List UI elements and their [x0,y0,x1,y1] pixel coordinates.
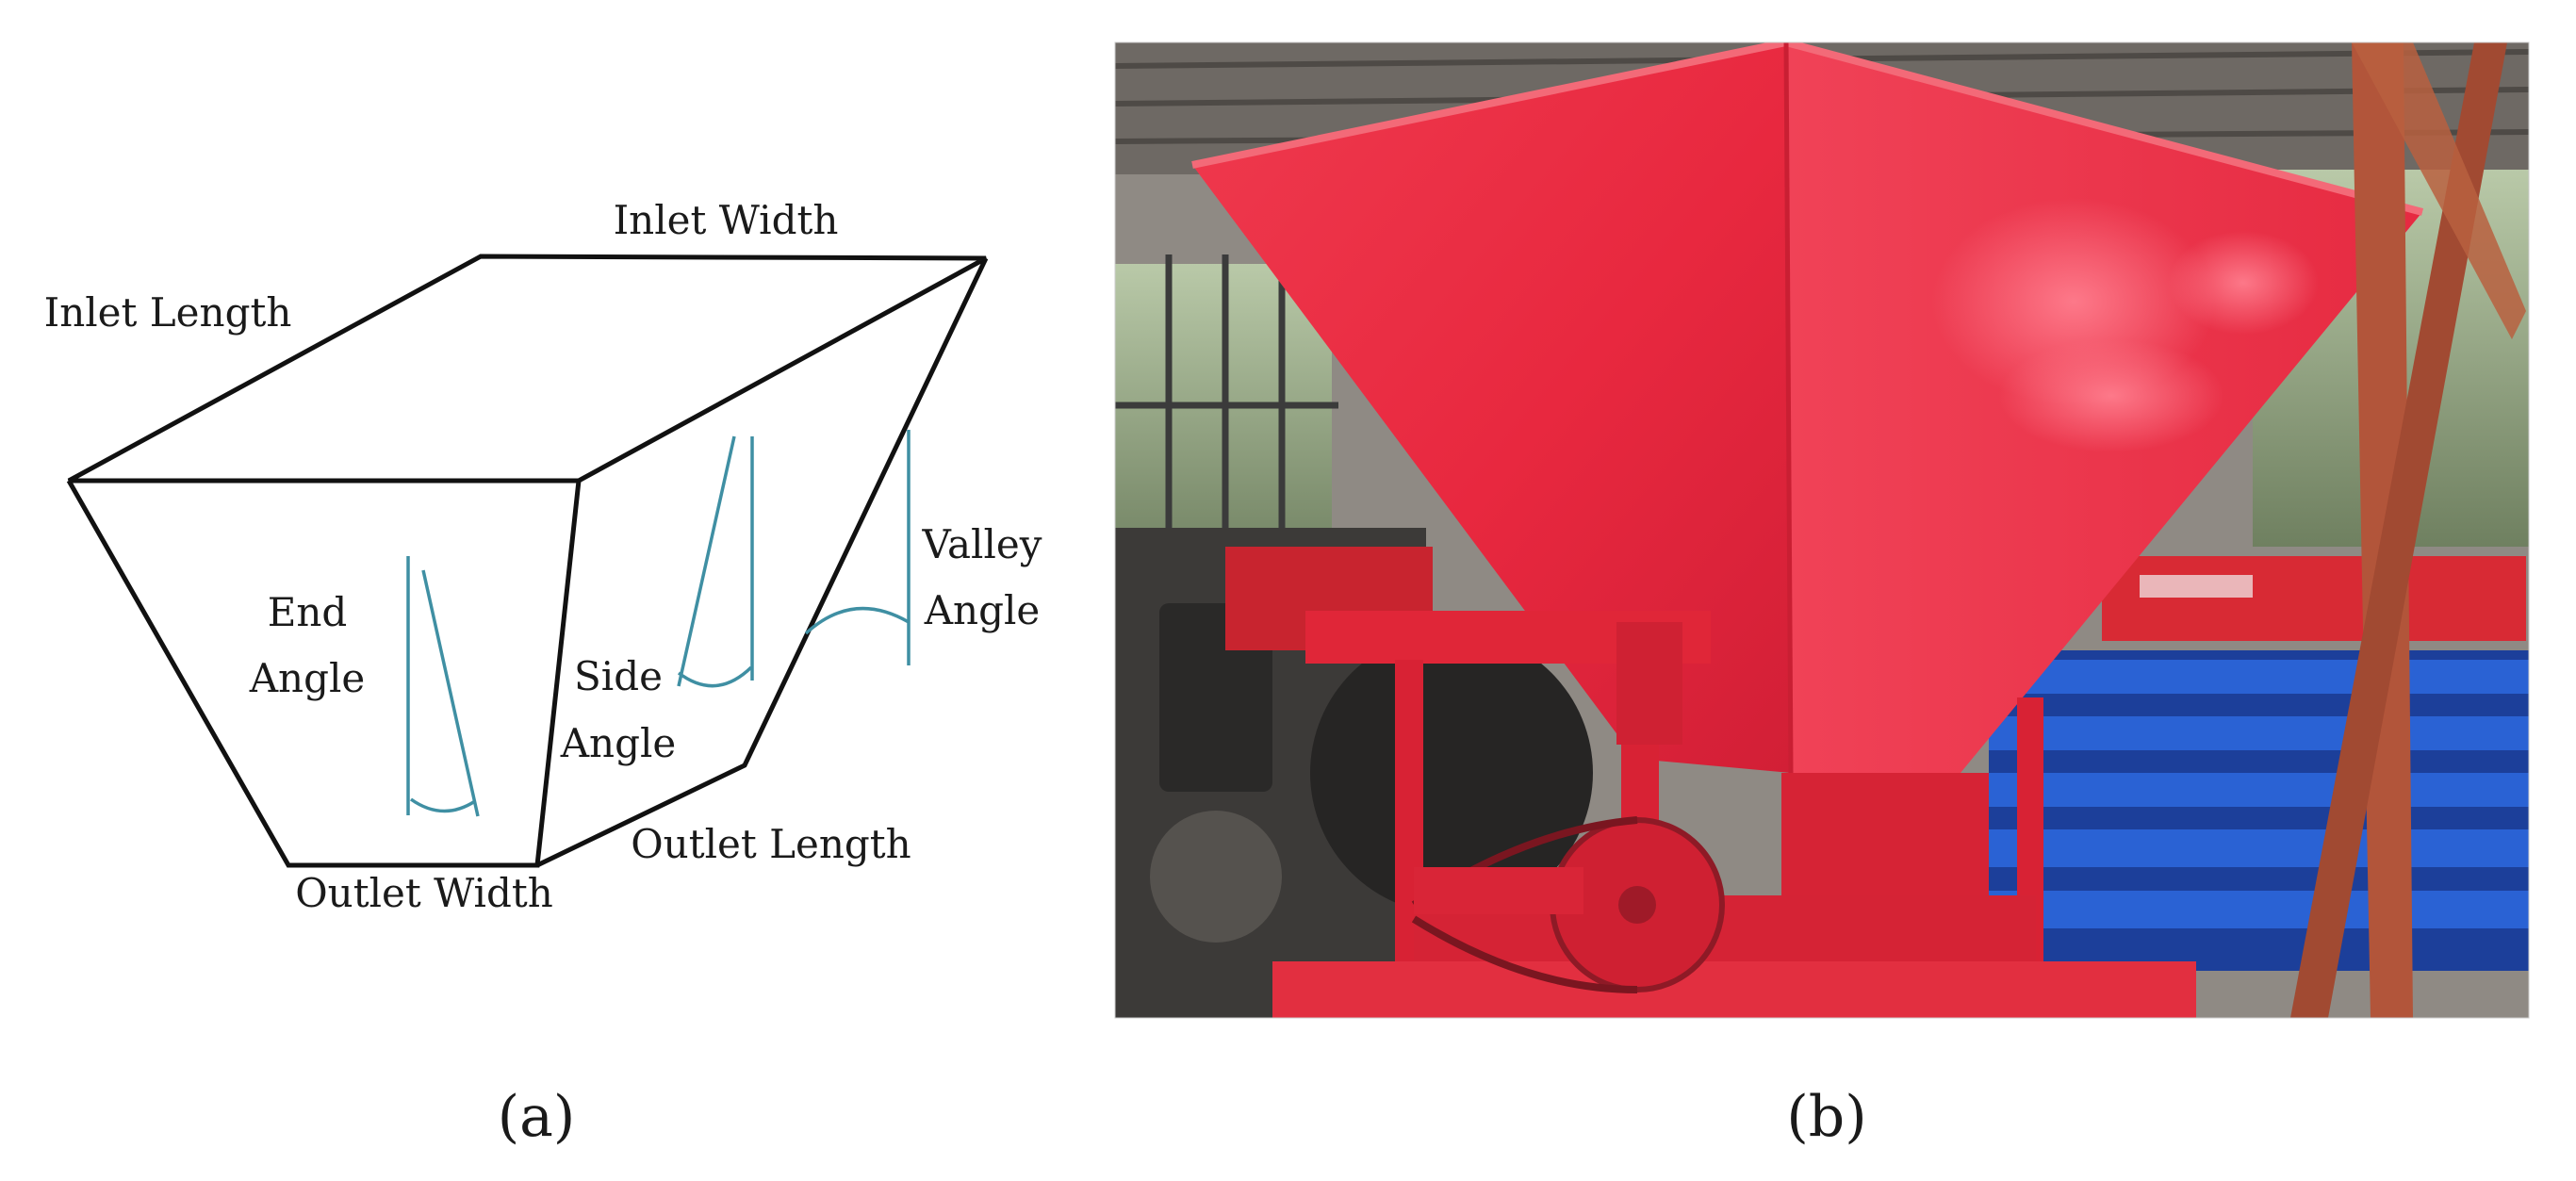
inlet-width-label: Inlet Width [614,197,839,243]
outlet-width-label: Outlet Width [295,870,553,916]
valley-angle-label-line1: Valley [922,521,1042,567]
side-face-outline [535,256,989,868]
end-angle-label-line1: End [268,589,348,635]
side-angle-label-line1: Side [574,653,663,699]
end-face-outline [66,479,582,868]
valley-angle-label-line2: Angle [924,587,1041,633]
inlet-length-label: Inlet Length [44,289,292,336]
end-angle-label-line2: Angle [249,655,366,701]
valley-angle-marker [804,430,911,665]
end-angle-marker [406,556,480,817]
hopper-wireframe [66,254,989,868]
outlet-length-label: Outlet Length [631,821,911,867]
hopper-photo [1115,42,2529,1018]
side-angle-label-line2: Angle [560,720,677,766]
panel-a-caption: (a) [498,1084,576,1150]
panel-a-hopper-diagram: Inlet Width Inlet Length Outlet Width Ou… [44,197,1042,1150]
side-angle-marker [677,435,754,688]
panel-b-hopper-photo: (b) [1114,41,2530,1150]
panel-b-caption: (b) [1786,1084,1866,1150]
